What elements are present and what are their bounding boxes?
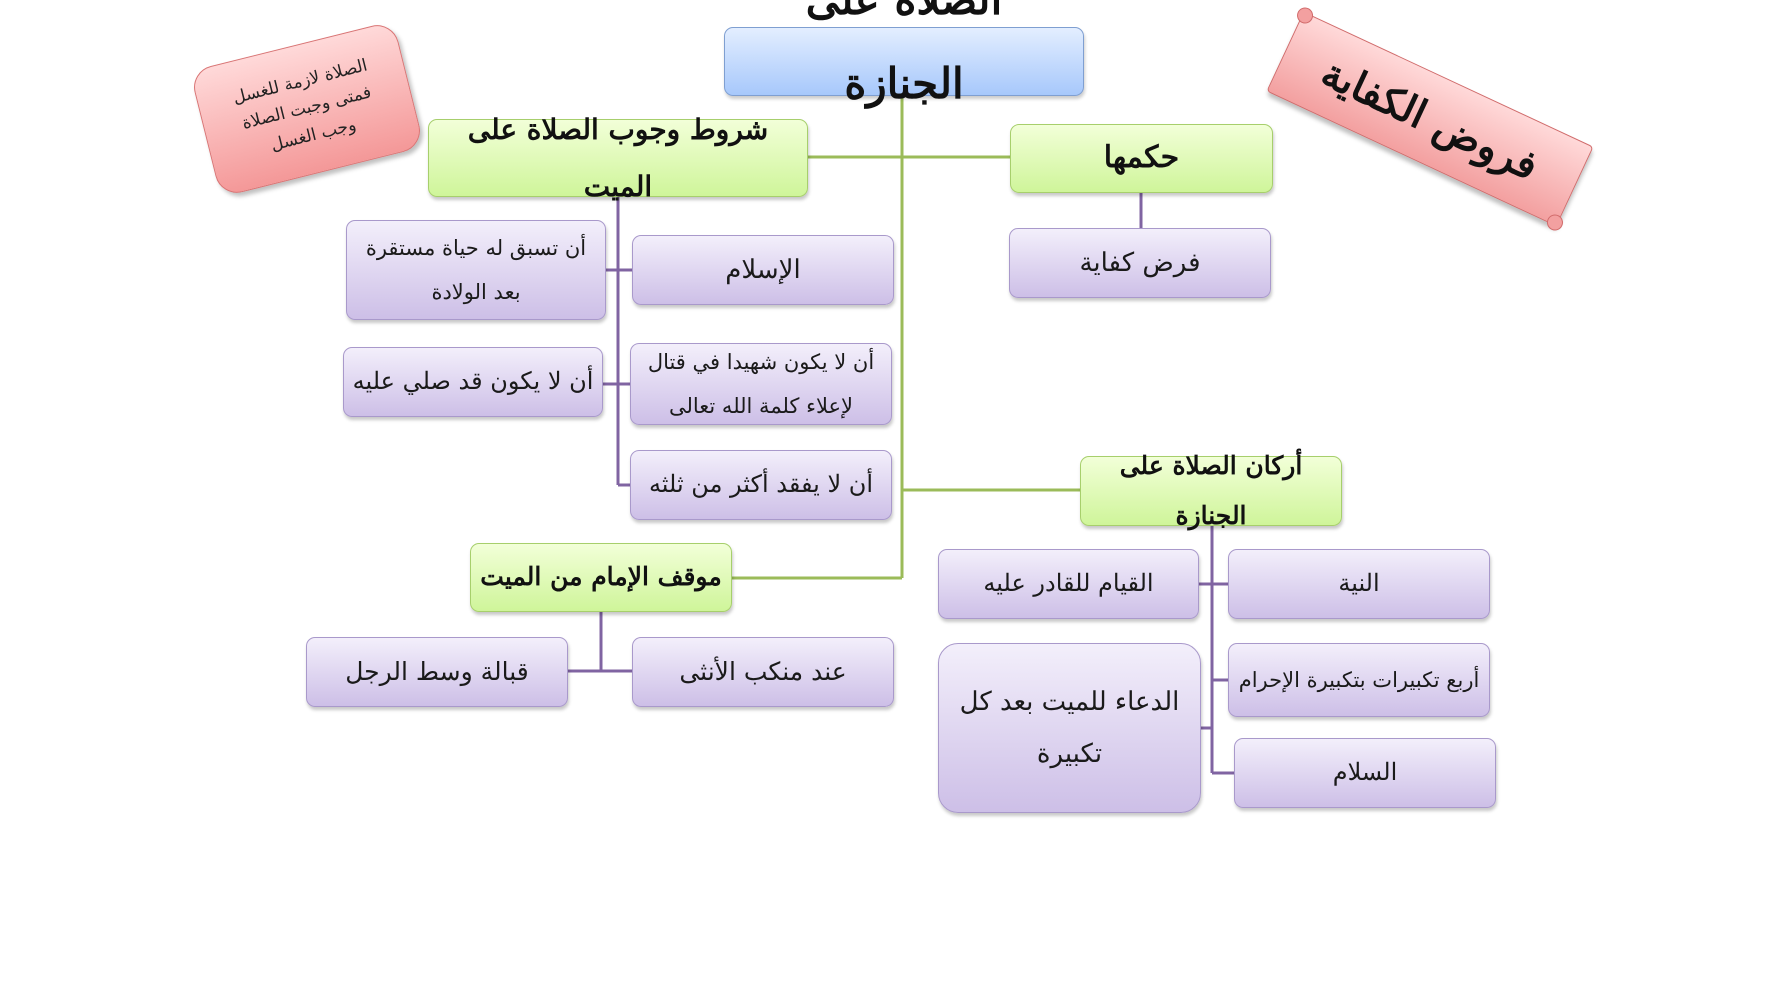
ruling-heading: حكمها <box>1010 124 1273 193</box>
imam-position-item: قبالة وسط الرجل <box>306 637 568 707</box>
pillar-item: الدعاء للميت بعد كل تكبيرة <box>938 643 1201 813</box>
pillar-item: السلام <box>1234 738 1496 808</box>
condition-item: أن تسبق له حياة مستقرة بعد الولادة <box>346 220 606 320</box>
conditions-heading-label: شروط وجوب الصلاة على الميت <box>467 113 769 203</box>
imam-position-heading-label: موقف الإمام من الميت <box>480 562 722 592</box>
pillar-item: القيام للقادر عليه <box>938 549 1199 619</box>
imam-position-item-label: قبالة وسط الرجل <box>345 656 529 686</box>
imam-position-item-label: عند منكب الأنثى <box>679 656 847 686</box>
condition-item: أن لا يكون قد صلي عليه <box>343 347 603 417</box>
pillar-item: النية <box>1228 549 1490 619</box>
pillars-heading: أركان الصلاة على الجنازة <box>1080 451 1342 530</box>
pillar-item-label: النية <box>1338 569 1380 598</box>
ruling-heading-label: حكمها <box>1103 140 1180 176</box>
condition-item: أن لا يفقد أكثر من ثلثه <box>630 450 892 520</box>
condition-item: أن لا يكون شهيدا في قتال لإعلاء كلمة الل… <box>630 343 892 425</box>
ruling-value-label: فرض كفاية <box>1079 247 1201 278</box>
imam-position-item: عند منكب الأنثى <box>632 637 894 707</box>
condition-item-label: أن لا يكون شهيدا في قتال لإعلاء كلمة الل… <box>647 350 875 418</box>
title-box: الصلاة على الجنازة <box>724 0 1084 108</box>
pillar-item-label: أربع تكبيرات بتكبيرة الإحرام <box>1238 667 1480 692</box>
ruling-value: فرض كفاية <box>1009 228 1271 298</box>
condition-item: الإسلام <box>632 235 894 305</box>
pillar-item-label: القيام للقادر عليه <box>983 569 1154 598</box>
note-text: الصلاة لازمة للغسل فمتى وجبت الصلاة وجب … <box>231 55 374 156</box>
pillar-item-label: الدعاء للميت بعد كل تكبيرة <box>959 687 1180 769</box>
condition-item-label: أن لا يفقد أكثر من ثلثه <box>648 470 874 499</box>
pillar-item: أربع تكبيرات بتكبيرة الإحرام <box>1228 643 1490 717</box>
page-title: الصلاة على الجنازة <box>806 0 1003 108</box>
pillars-heading-label: أركان الصلاة على الجنازة <box>1119 451 1303 530</box>
condition-item-label: الإسلام <box>725 254 801 285</box>
condition-item-label: أن لا يكون قد صلي عليه <box>352 367 594 396</box>
pillar-item-label: السلام <box>1332 758 1398 787</box>
imam-position-heading: موقف الإمام من الميت <box>470 543 732 612</box>
condition-item-label: أن تسبق له حياة مستقرة بعد الولادة <box>365 236 587 304</box>
conditions-heading: شروط وجوب الصلاة على الميت <box>428 113 808 203</box>
